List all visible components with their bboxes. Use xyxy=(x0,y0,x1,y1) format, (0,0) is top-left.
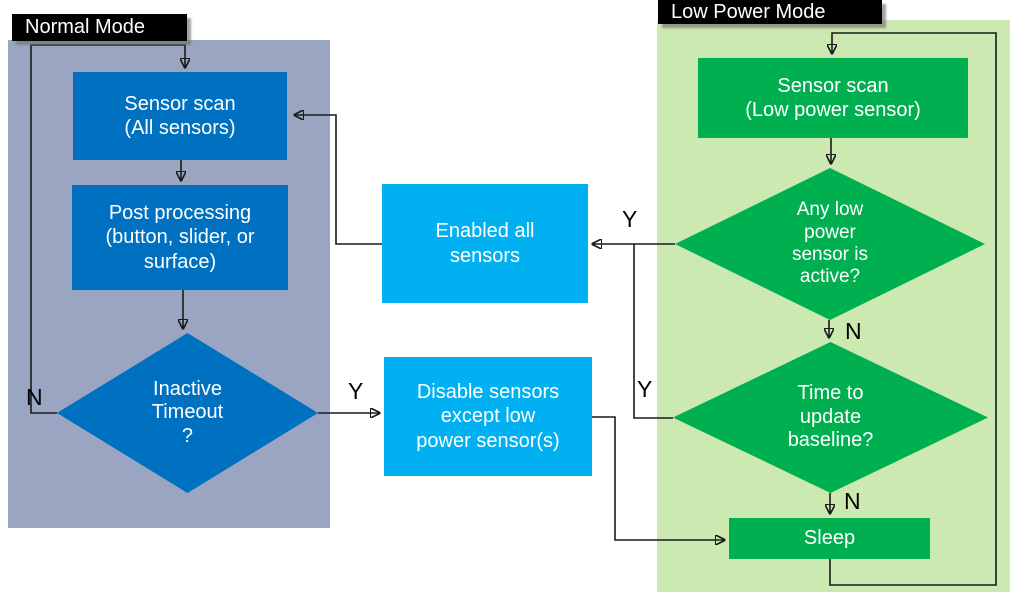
low-power-mode-title: Low Power Mode xyxy=(658,0,882,24)
node-sensor-scan-low-power: Sensor scan (Low power sensor) xyxy=(698,58,968,138)
node-sensor-scan-all: Sensor scan (All sensors) xyxy=(73,72,287,160)
node-post-processing: Post processing (button, slider, or surf… xyxy=(72,185,288,290)
node-disable-sensors: Disable sensors except low power sensor(… xyxy=(384,357,592,476)
label-update-baseline-no: N xyxy=(844,488,861,514)
label-inactive-timeout-yes: Y xyxy=(348,378,364,404)
label-update-baseline-yes: Y xyxy=(637,376,653,402)
edge-enabled-to-scan xyxy=(295,115,382,245)
label-any-low-power-no: N xyxy=(845,318,862,344)
node-sleep: Sleep xyxy=(729,518,930,559)
edge-baseline-yes xyxy=(633,244,673,419)
edge-inactive-no-loop xyxy=(30,44,185,414)
label-inactive-timeout-no: N xyxy=(26,384,43,410)
node-enabled-all-sensors: Enabled all sensors xyxy=(382,184,588,303)
label-any-low-power-yes: Y xyxy=(622,206,638,232)
edge-sleep-loop xyxy=(830,32,997,586)
normal-mode-title: Normal Mode xyxy=(12,14,187,41)
edge-disable-to-sleep xyxy=(592,416,724,540)
